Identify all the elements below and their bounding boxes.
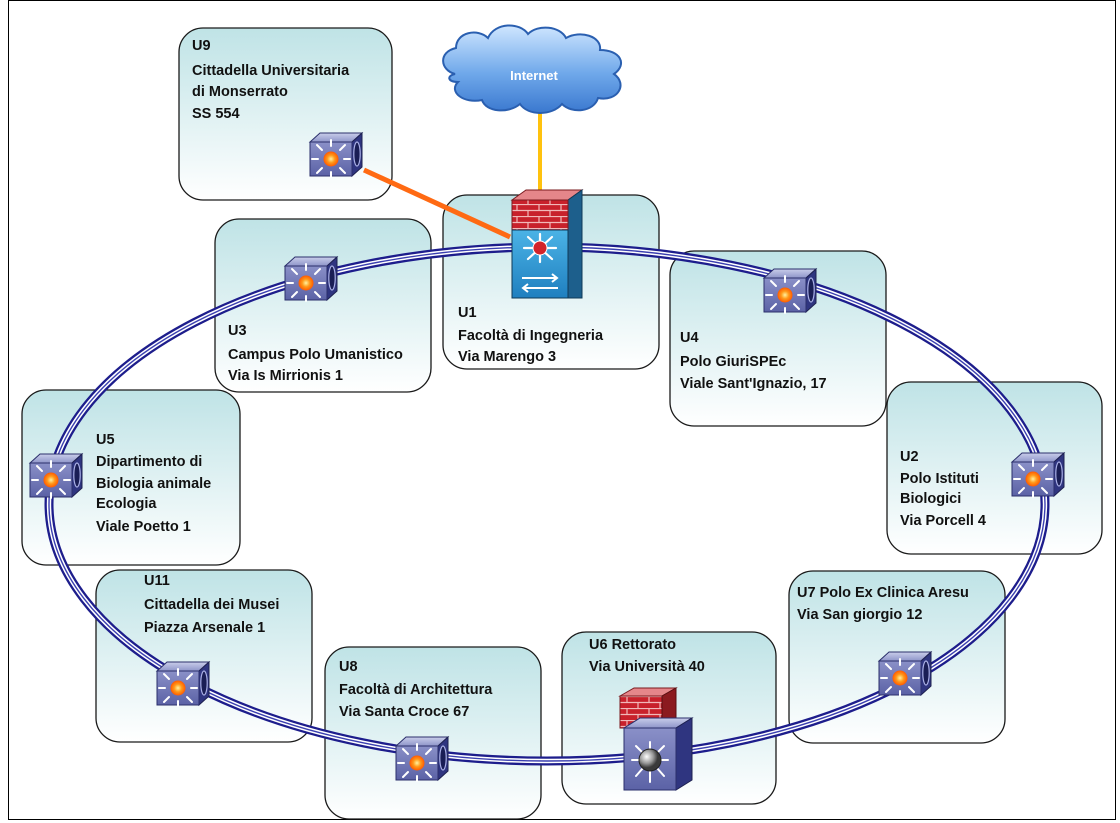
- node-label-u3: U3 Campus Polo Umanistico Via Is Mirrion…: [228, 323, 407, 384]
- node-label-u11: U11 Cittadella dei Musei Piazza Arsenale…: [144, 573, 283, 636]
- firewall-switch-icon: [510, 189, 584, 299]
- node-box-u2: U2 Polo Istituti Biologici Via Porcell 4: [886, 381, 1103, 555]
- internet-cloud-icon: Internet: [442, 24, 622, 114]
- node-label-u2: U2 Polo Istituti Biologici Via Porcell 4: [900, 449, 986, 529]
- node-label-u8: U8 Facoltà di Architettura Via Santa Cro…: [339, 659, 496, 720]
- firewall-router-icon: [618, 687, 694, 791]
- u9-link: [362, 167, 512, 240]
- node-box-u3: U3 Campus Polo Umanistico Via Is Mirrion…: [214, 218, 432, 393]
- switch-u5-icon: [29, 453, 83, 499]
- node-box-u8: U8 Facoltà di Architettura Via Santa Cro…: [324, 646, 542, 820]
- switch-u7-icon: [878, 651, 932, 697]
- node-label-u1: U1 Facoltà di Ingegneria Via Marengo 3: [458, 305, 607, 365]
- switch-u3-icon: [284, 256, 338, 302]
- node-label-u7: U7 Polo Ex Clinica Aresu Via San giorgio…: [797, 585, 973, 623]
- internet-label: Internet: [510, 68, 558, 83]
- switch-u2-icon: [1011, 452, 1065, 498]
- node-box-u9: U9 Cittadella Universitaria di Monserrat…: [178, 27, 393, 201]
- node-label-u4: U4 Polo GiuriSPEc Viale Sant'Ignazio, 17: [680, 330, 827, 392]
- node-label-u9: U9 Cittadella Universitaria di Monserrat…: [192, 38, 353, 122]
- node-box-u5: U5 Dipartimento di Biologia animale Ecol…: [21, 389, 241, 566]
- switch-u4-icon: [763, 268, 817, 314]
- node-label-u6: U6 Rettorato Via Università 40: [589, 637, 705, 675]
- switch-u8-icon: [395, 736, 449, 782]
- switch-u11-icon: [156, 661, 210, 707]
- node-box-u11: U11 Cittadella dei Musei Piazza Arsenale…: [95, 569, 313, 743]
- node-label-u5: U5 Dipartimento di Biologia animale Ecol…: [96, 432, 215, 535]
- switch-u9-icon: [309, 132, 363, 178]
